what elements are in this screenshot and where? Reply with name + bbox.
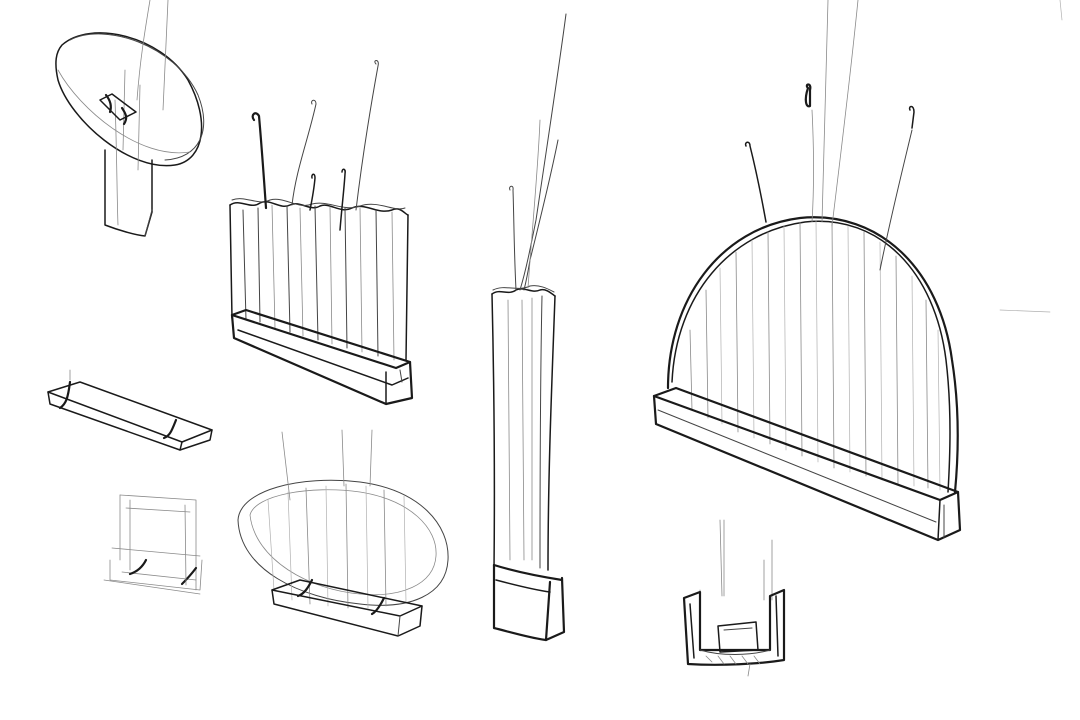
stray-mark (999, 309, 1051, 313)
tall-column-sketch (491, 13, 567, 642)
oval-ring-sketch (237, 429, 449, 637)
double-panel-sketch (103, 494, 203, 595)
pleated-panel-sketch (229, 60, 414, 406)
arch-panel-sketch (652, 0, 962, 542)
channel-detail-sketch (682, 519, 786, 677)
stray-mark (1059, 0, 1063, 21)
beam-sketch (47, 369, 213, 451)
oval-lamp-sketch (55, 0, 205, 237)
